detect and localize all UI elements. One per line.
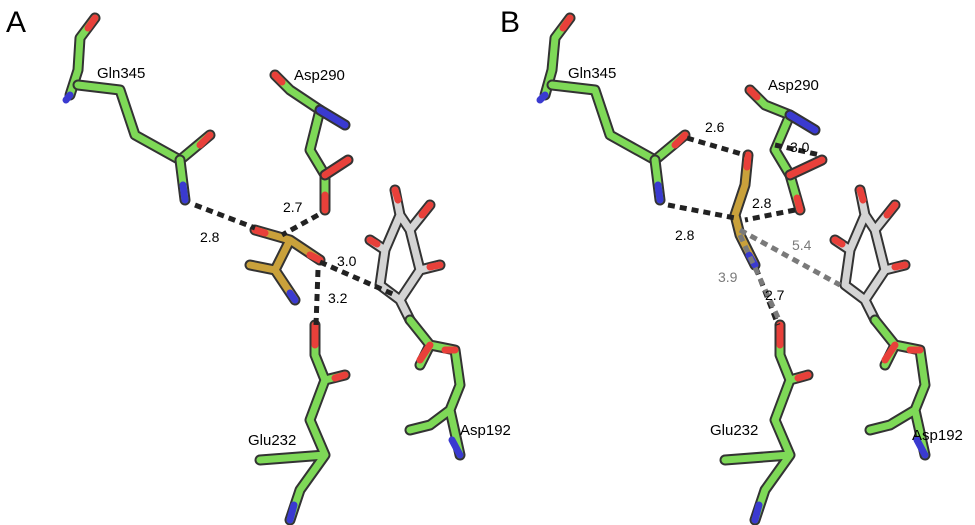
hbonds-b-gray xyxy=(737,227,842,324)
residue-label-asp290-a: Asp290 xyxy=(294,67,345,84)
substrate-ligand-a xyxy=(244,224,326,306)
panel-b-letter: B xyxy=(500,6,520,39)
sugar-ligand-b xyxy=(829,184,911,326)
panel-b: B xyxy=(500,6,963,525)
residue-label-asp192-b: Asp192 xyxy=(912,427,963,444)
residue-label-glu232-a: Glu232 xyxy=(248,432,296,449)
distance-label-a-4: 3.2 xyxy=(328,290,348,306)
gln345-residue-b xyxy=(536,12,691,206)
asp290-residue-a xyxy=(269,69,354,216)
panel-a-letter: A xyxy=(6,6,26,39)
panel-a: A xyxy=(6,6,511,525)
residue-label-asp192-a: Asp192 xyxy=(460,422,511,439)
asp290-residue-b xyxy=(744,84,828,216)
glu232-residue-a xyxy=(254,319,351,525)
distance-label-a-3: 3.0 xyxy=(337,253,357,269)
substrate-ligand-b xyxy=(729,149,761,271)
residue-label-gln345-a: Gln345 xyxy=(97,65,145,82)
distance-label-a-2: 2.7 xyxy=(283,199,303,215)
distance-label-b-1: 2.6 xyxy=(705,119,725,135)
residue-label-asp290-b: Asp290 xyxy=(768,77,819,94)
sugar-ligand-a xyxy=(364,184,446,326)
asp192-residue-b xyxy=(864,314,931,461)
distance-label-b-5: 5.4 xyxy=(792,237,812,253)
distance-label-b-7: 2.7 xyxy=(765,287,785,303)
distance-label-b-6: 3.9 xyxy=(718,269,738,285)
distance-label-b-2: 3.0 xyxy=(790,139,810,155)
residue-label-glu232-b: Glu232 xyxy=(710,422,758,439)
distance-label-a-1: 2.8 xyxy=(200,229,220,245)
asp192-residue-a xyxy=(404,314,466,461)
glu232-residue-b xyxy=(719,319,814,525)
distance-label-b-4: 2.8 xyxy=(675,227,695,243)
residue-label-gln345-b: Gln345 xyxy=(568,65,616,82)
distance-label-b-3: 2.8 xyxy=(752,195,772,211)
hbonds-a xyxy=(194,202,397,326)
gln345-residue-a xyxy=(62,12,216,206)
